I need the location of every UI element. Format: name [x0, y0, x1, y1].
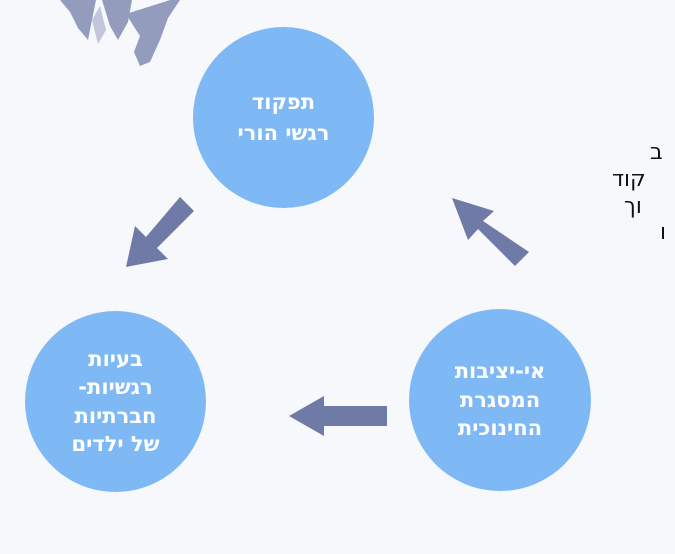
arrow-top-to-left [126, 197, 194, 267]
node-label: בעיות רגשיות- חברתיות של ילדים [72, 345, 160, 458]
node-label-line: רגשי הורי [237, 120, 330, 145]
side-text-line: ו [660, 220, 666, 246]
node-label-line: החינוכית [457, 416, 543, 441]
node-label-line: של ילדים [71, 431, 160, 456]
side-text-line: קוד [612, 166, 646, 192]
side-text-line: וך [624, 193, 642, 219]
arrow-right-to-top [452, 198, 529, 266]
node-parental-emotional-functioning: תפקוד רגשי הורי [193, 27, 374, 208]
cropped-side-text-inner: ב קוד וך ו [596, 140, 675, 247]
node-label: תפקוד רגשי הורי [238, 87, 330, 148]
node-label-line: בעיות [88, 346, 143, 371]
node-child-emotional-social-problems: בעיות רגשיות- חברתיות של ילדים [25, 311, 206, 492]
node-label: אי-יציבות המסגרת החינוכית [455, 357, 546, 444]
node-label-line: אי-יציבות [454, 358, 546, 383]
node-label-line: רגשיות- [78, 375, 153, 400]
node-educational-framework-instability: אי-יציבות המסגרת החינוכית [409, 309, 591, 491]
node-label-line: חברתיות [74, 403, 157, 428]
node-label-line: המסגרת [459, 387, 541, 412]
cropped-side-text: ב קוד וך ו [596, 140, 675, 300]
side-text-line: ב [650, 140, 663, 165]
arrow-right-to-left [289, 396, 387, 436]
node-label-line: תפקוד [251, 90, 316, 115]
